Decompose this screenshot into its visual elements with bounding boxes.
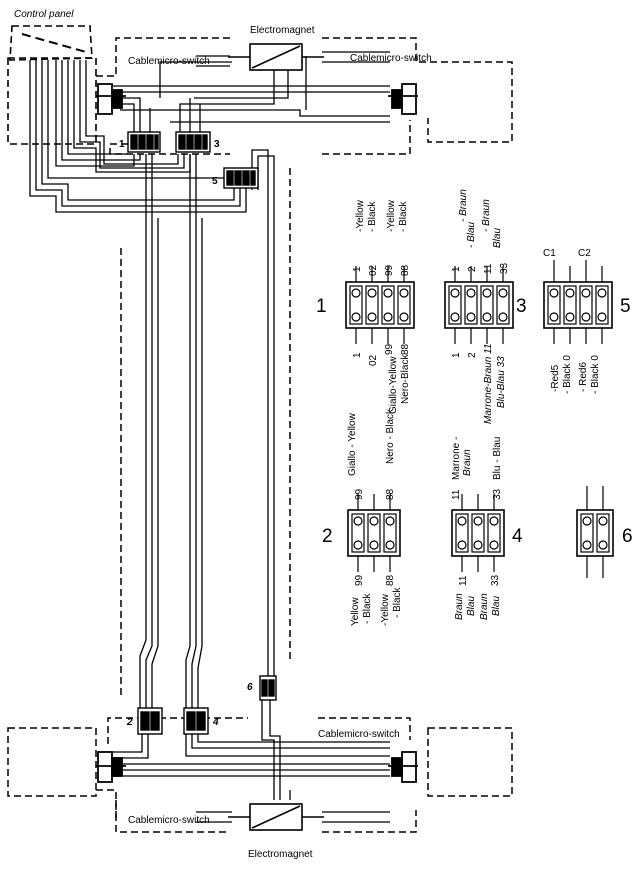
t2-bottom-wire-4: - Black [392, 586, 403, 618]
cablemicro-top-left-label: Cablemicro-switch [128, 56, 210, 67]
terminal-4-detail: 4 Marrone - Braun Blu - Blau 11 33 11 33… [451, 437, 523, 620]
t2-bottom-wire-1: Yellow [350, 597, 361, 626]
block-5-small [223, 167, 259, 189]
t4-top-wire-3: Blu - Blau [492, 437, 503, 480]
block-4-small [183, 707, 209, 735]
t1-bottom-term-4: 88 [400, 343, 411, 355]
t1-top-wire-1: -Yellow [355, 199, 366, 232]
t1-top-wire-2: - Black [367, 200, 378, 232]
t5-bottom-wire-1: -Red5 [550, 364, 561, 392]
connector-bottom-left [96, 751, 126, 783]
t1-top-term-3: 99 [384, 264, 395, 276]
control-panel-label: Control panel [14, 9, 74, 20]
cablemicro-bottom-left-label: Cablemicro-switch [128, 815, 210, 826]
t3-bottom-term-1: 1 [451, 352, 462, 358]
block-6-small [259, 675, 277, 701]
t1-top-term-2: 02 [368, 264, 379, 276]
block-6-small-number: 6 [247, 682, 253, 693]
t4-top-term-2: 33 [492, 488, 503, 500]
terminal-3-number: 3 [516, 296, 527, 317]
block-2-small-number: 2 [126, 717, 133, 728]
t2-bottom-wire-2: - Black [362, 592, 373, 624]
electromagnet-bottom [228, 803, 324, 831]
t4-top-wire-2: Braun [462, 449, 473, 476]
t1-bottom-wire-2: Nero-Black [400, 354, 411, 404]
t1-top-wire-4: - Black [398, 200, 409, 232]
t1-bottom-wire-1: Giallo-Yellow [388, 356, 399, 414]
control-panel [7, 25, 97, 145]
block-2-small [137, 707, 163, 735]
t4-bottom-wire-1: Braun [454, 593, 465, 620]
cablemicro-top-right-label: Cablemicro-switch [350, 53, 432, 64]
t3-top-wire-4: Blau [492, 228, 503, 248]
t1-top-wire-3: -Yellow [386, 199, 397, 232]
t5-bottom-wire-4: - Black 0 [590, 355, 601, 394]
t3-bottom-wire-2: Blu-Blau 33 [496, 356, 507, 408]
t3-bottom-wire-1: Marrone-Braun 11 [483, 344, 494, 424]
t3-top-wire-2: - Blau [466, 221, 477, 248]
terminal-2-number: 2 [322, 526, 333, 547]
t1-bottom-term-2: 02 [368, 354, 379, 366]
electromagnet-bottom-label: Electromagnet [248, 849, 313, 860]
t4-bottom-wire-3: Braun [479, 593, 490, 620]
t1-bottom-term-1: 1 [352, 352, 363, 358]
electromagnet-top [228, 43, 324, 71]
t4-top-wire-1: Marrone - [451, 437, 462, 480]
terminal-6-detail: 6 [576, 486, 633, 578]
t3-top-term-2: 2 [467, 266, 478, 272]
t3-top-term-1: 1 [451, 266, 462, 272]
electromagnet-top-label: Electromagnet [250, 25, 315, 36]
block-1-small-number: 1 [119, 139, 125, 150]
t2-bottom-wire-3: -Yellow [380, 593, 391, 626]
t2-bottom-term-2: 88 [385, 574, 396, 586]
connector-bottom-right [388, 751, 418, 783]
dashed-frames [7, 37, 513, 833]
connector-top-left [96, 83, 126, 115]
t2-top-wire-1: Giallo - Yellow [347, 412, 358, 476]
terminal-5-number: 5 [620, 296, 631, 317]
t4-top-term-1: 11 [451, 489, 462, 500]
terminal-5-detail: 5 C1 C2 -Red5 - Black 0 - Red6 - Black 0 [543, 248, 631, 394]
wiring-harness [29, 51, 390, 823]
t3-top-wire-1: - Braun [458, 189, 469, 222]
t3-top-term-3: 11 [483, 263, 494, 274]
t2-bottom-term-1: 99 [354, 574, 365, 586]
terminal-2-detail: 2 Giallo - Yellow Nero - Black 99 88 99 … [322, 408, 403, 626]
t5-top-term-c2: C2 [578, 248, 591, 259]
t1-top-term-1: 1 [352, 266, 363, 272]
t3-top-wire-3: - Braun [481, 199, 492, 232]
connector-top-right [388, 83, 418, 115]
t4-bottom-term-1: 11 [458, 575, 469, 586]
block-3-small-number: 3 [214, 139, 220, 150]
terminal-4-number: 4 [512, 526, 523, 547]
block-5-small-number: 5 [212, 176, 218, 187]
t4-bottom-wire-4: Blau [491, 596, 502, 616]
t5-top-term-c1: C1 [543, 248, 556, 259]
terminal-3-detail: 3 - Braun - Blau - Braun Blau 1 2 11 33 … [444, 189, 527, 424]
t3-top-term-4: 33 [499, 262, 510, 274]
t4-bottom-wire-2: Blau [466, 596, 477, 616]
t2-top-term-1: 99 [354, 488, 365, 500]
block-4-small-number: 4 [212, 717, 219, 728]
t2-top-wire-2: Nero - Black [385, 408, 396, 464]
block-1-small [127, 131, 161, 153]
block-3-small [175, 131, 211, 153]
t1-top-term-4: 88 [400, 264, 411, 276]
t5-bottom-wire-2: - Black 0 [562, 355, 573, 394]
cablemicro-bottom-right-label: Cablemicro-switch [318, 729, 400, 740]
t1-bottom-term-3: 99 [384, 343, 395, 355]
terminal-1-detail: 1 -Yellow - Black -Yellow - Black 1 02 9… [316, 199, 415, 414]
terminal-1-number: 1 [316, 296, 327, 317]
terminal-6-number: 6 [622, 526, 633, 547]
t3-bottom-term-2: 2 [467, 352, 478, 358]
t4-bottom-term-2: 33 [490, 574, 501, 586]
t5-bottom-wire-3: - Red6 [578, 362, 589, 392]
t2-top-term-2: 88 [385, 488, 396, 500]
